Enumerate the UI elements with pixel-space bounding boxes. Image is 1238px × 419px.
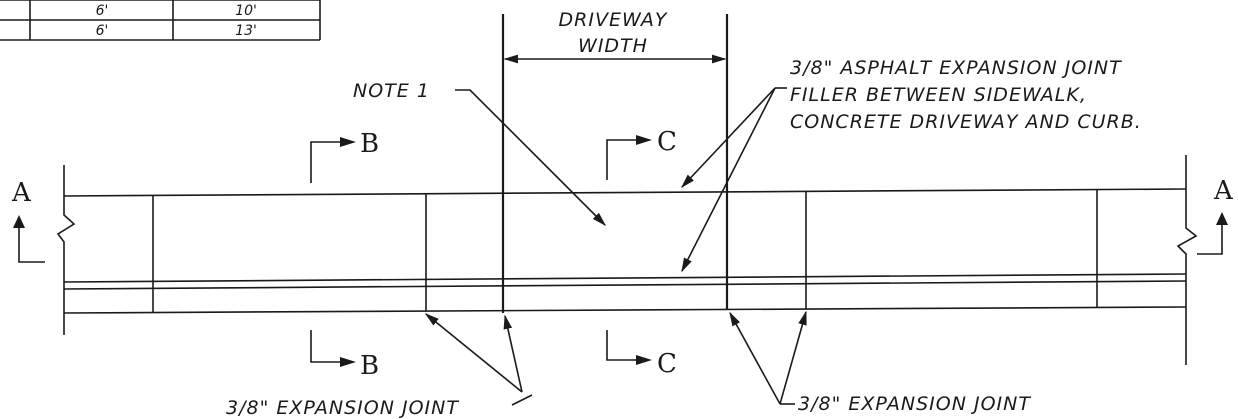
sidewalk-plan [56,14,1198,365]
asphalt-joint-note: FILLER BETWEEN SIDEWALK, [790,84,1087,106]
asphalt-leader [681,87,776,189]
expansion-joint-leader [511,394,533,406]
note-1-leader [455,89,607,227]
svg-text:B: B [360,351,379,381]
driveway-width-label: DRIVEWAY [559,9,668,31]
svg-text:A: A [1213,176,1234,206]
section-mark-a-right: A [1197,176,1234,255]
section-mark-a-left: A [11,178,45,263]
asphalt-leader [681,87,776,273]
driveway-width-label: WIDTH [578,35,648,57]
svg-text:C: C [657,127,677,157]
svg-text:A: A [11,178,32,208]
asphalt-joint-note: CONCRETE DRIVEWAY AND CURB. [790,111,1142,133]
break-line-left [56,165,76,335]
expansion-joint-leader [424,313,523,393]
expansion-joint-leader [779,310,807,405]
expansion-joint-leader [503,314,523,393]
break-line-right [1176,155,1198,365]
table-cell: 6' [96,23,109,39]
expansion-joint-leader [729,311,781,405]
expansion-joint-right-label: 3/8" EXPANSION JOINT [798,393,1031,415]
section-mark-b-bottom: B [310,330,379,381]
section-mark-c-top: C [606,127,677,180]
table-cell: 13' [235,23,257,39]
expansion-joint-left-label: 3/8" EXPANSION JOINT [226,397,459,419]
svg-text:C: C [657,349,677,379]
table-cell: 6' [96,3,109,19]
section-mark-b-top: B [310,129,379,183]
note-1-label: NOTE 1 [353,80,430,102]
asphalt-joint-note: 3/8" ASPHALT EXPANSION JOINT [790,57,1122,79]
svg-text:B: B [360,129,379,159]
section-mark-c-bottom: C [606,330,677,379]
dimension-table: 6' 10' 6' 13' [0,0,321,41]
table-cell: 10' [235,3,257,19]
